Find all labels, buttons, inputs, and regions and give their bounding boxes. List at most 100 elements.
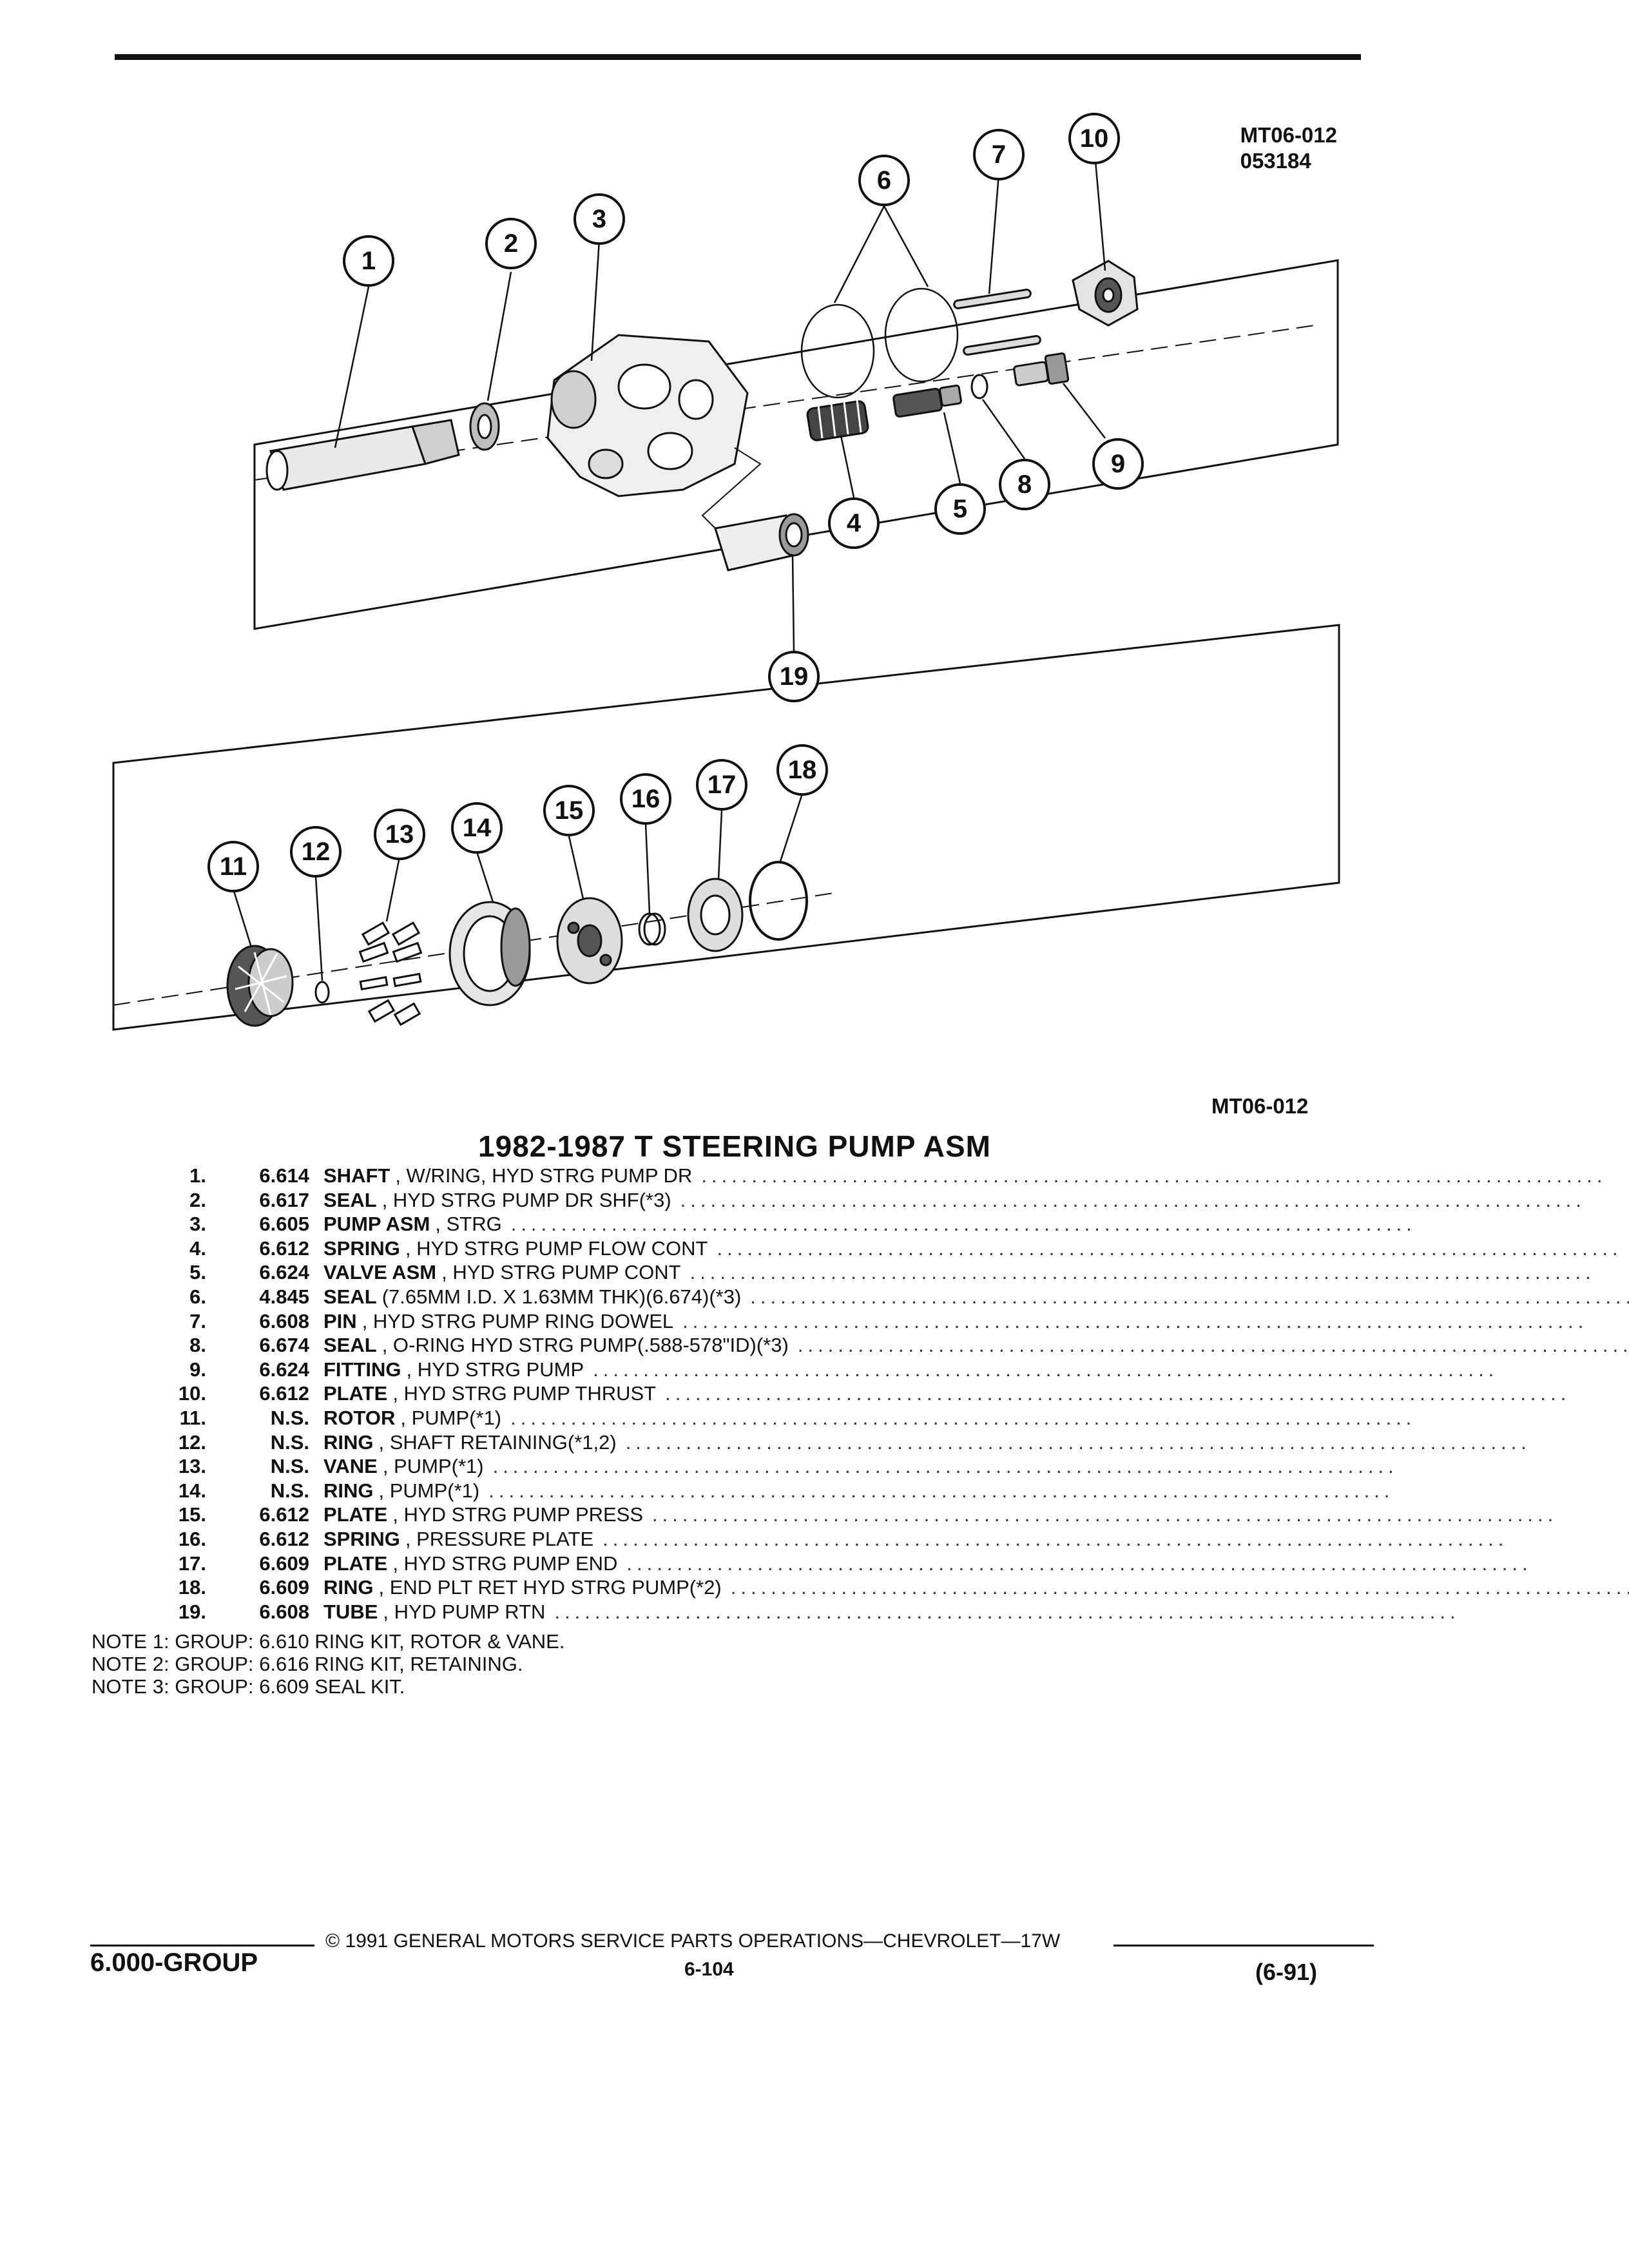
callout-circle-14 (451, 802, 503, 854)
figure-date-code: 053184 (1240, 149, 1311, 173)
part-detail: , HYD STRG PUMP THRUST (392, 1382, 657, 1405)
part-number: 11. (179, 1406, 206, 1429)
part-name: RING (323, 1430, 374, 1454)
callout-13: 13 (385, 820, 414, 849)
group-number: 6.612 (259, 1236, 309, 1260)
footer-rule-right (1113, 1945, 1374, 1946)
group-number: N.S. (270, 1430, 309, 1454)
table-row: 13.N.S.VANE, PUMP(*1)...................… (148, 1454, 1629, 1479)
part-detail: , STRG (435, 1213, 502, 1236)
part-description: VALVE ASM, HYD STRG PUMP CONT...........… (323, 1260, 1629, 1285)
dot-leader: ........................................… (701, 1164, 1607, 1187)
lower-panel-outline (112, 624, 1340, 1031)
part-name: PLATE (323, 1552, 388, 1575)
part-number: 14. (178, 1479, 206, 1502)
revision-date: (6-91) (1255, 1959, 1318, 1985)
part-number: 8. (189, 1334, 206, 1357)
part-description: VANE, PUMP(*1)..........................… (323, 1454, 1629, 1479)
group-number: 6.605 (259, 1213, 309, 1236)
dot-leader: ........................................… (682, 1309, 1588, 1332)
table-row: 12.N.S.RING, SHAFT RETAINING(*1,2)......… (148, 1430, 1629, 1455)
flow-spring-part (806, 399, 869, 441)
callout-18: 18 (788, 756, 817, 784)
callout-circle-9 (1092, 438, 1144, 490)
part-description: SPRING, HYD STRG PUMP FLOW CONT.........… (323, 1236, 1629, 1261)
dot-leader: ........................................… (488, 1479, 1394, 1502)
group-label: 6.000-GROUP (90, 1948, 258, 1977)
part-number: 9. (189, 1358, 206, 1381)
table-row: 17. 6.609 PLATE, HYD STRG PUMP END........… (148, 1552, 1629, 1576)
part-description: RING, PUMP(*1)..........................… (323, 1479, 1629, 1503)
pump-housing-part (546, 334, 749, 497)
part-number: 6. (189, 1285, 206, 1308)
control-valve-part (892, 384, 962, 418)
group-number: N.S. (270, 1455, 309, 1478)
callout-19: 19 (780, 662, 809, 691)
part-description: SPRING, PRESSURE PLATE..................… (323, 1527, 1629, 1552)
part-description: FITTING, HYD STRG PUMP..................… (323, 1358, 1629, 1382)
copyright-line: © 1991 GENERAL MOTORS SERVICE PARTS OPER… (325, 1930, 1061, 1952)
callout-circle-17 (696, 759, 747, 811)
part-detail: , PUMP(*1) (382, 1455, 484, 1478)
part-name: SEAL (323, 1188, 377, 1211)
group-number: 6.609 (259, 1576, 309, 1599)
callout-12: 12 (302, 838, 331, 866)
callout-circle-16 (620, 773, 671, 825)
callout-6: 6 (877, 166, 891, 195)
fitting-part (1013, 352, 1070, 387)
part-name: SEAL (323, 1285, 377, 1308)
part-number: 7. (189, 1309, 206, 1332)
part-name: RING (323, 1479, 374, 1502)
part-number: 1. (189, 1164, 206, 1187)
part-description: SEAL, O-RING HYD STRG PUMP(.588-578"ID)(… (323, 1333, 1629, 1358)
callout-1: 1 (361, 247, 376, 275)
callout-circle-12 (290, 826, 342, 878)
part-number: 19. (178, 1600, 206, 1623)
part-detail: , HYD STRG PUMP FLOW CONT (405, 1236, 708, 1260)
dot-leader: ........................................… (593, 1358, 1499, 1381)
figure-code-bottom: MT06-012 (1211, 1094, 1309, 1118)
table-row: 4. 6.612 SPRING, HYD STRG PUMP FLOW CONT..… (148, 1236, 1629, 1261)
part-name: SPRING (323, 1236, 400, 1260)
part-name: RING (323, 1576, 374, 1599)
part-detail: , PUMP(*1) (400, 1406, 502, 1429)
part-number: 17. (178, 1552, 206, 1575)
callout-circle-6 (858, 155, 910, 206)
part-number: 5. (189, 1261, 206, 1284)
part-detail: (7.65MM I.D. X 1.63MM THK)(6.674)(*3) (381, 1285, 742, 1308)
part-detail: , HYD STRG PUMP (406, 1358, 584, 1381)
part-detail: , HYD STRG PUMP PRESS (392, 1503, 644, 1526)
dot-leader: ........................................… (510, 1406, 1416, 1429)
part-detail: , HYD STRG PUMP DR SHF(*3) (381, 1188, 671, 1211)
part-detail: , PUMP(*1) (378, 1479, 480, 1502)
table-row: 14.N.S.RING, PUMP(*1)...................… (148, 1479, 1629, 1503)
vanes-part (358, 921, 423, 1026)
exploded-diagram: 1 2 3 4 5 6 7 8 9 10 11 12 13 14 15 16 1… (112, 113, 1340, 1031)
dot-leader: ........................................… (689, 1261, 1595, 1284)
callout-circle-4 (828, 497, 880, 549)
part-number: 2. (189, 1188, 206, 1211)
part-description: PLATE, HYD STRG PUMP END................… (323, 1552, 1629, 1576)
part-description: PLATE, HYD STRG PUMP THRUST.............… (323, 1381, 1629, 1406)
page-title: 1982-1987 T STEERING PUMP ASM (478, 1129, 991, 1163)
dot-leader: ........................................… (625, 1430, 1531, 1454)
note-1: NOTE 1: GROUP: 6.610 RING KIT, ROTOR & V… (92, 1630, 565, 1653)
callout-17: 17 (708, 771, 737, 799)
callout-circle-10 (1068, 113, 1120, 164)
callout-4: 4 (847, 509, 862, 537)
end-plate-part (687, 878, 744, 952)
dot-leader: ........................................… (730, 1576, 1629, 1599)
group-number: 6.612 (259, 1503, 309, 1526)
callout-7: 7 (992, 140, 1006, 169)
part-name: VANE (323, 1455, 378, 1478)
callout-circle-2 (485, 218, 537, 269)
callout-circle-1 (343, 235, 394, 287)
part-number: 4. (189, 1236, 206, 1260)
group-number: 6.612 (259, 1527, 309, 1550)
group-number: 6.609 (259, 1552, 309, 1575)
